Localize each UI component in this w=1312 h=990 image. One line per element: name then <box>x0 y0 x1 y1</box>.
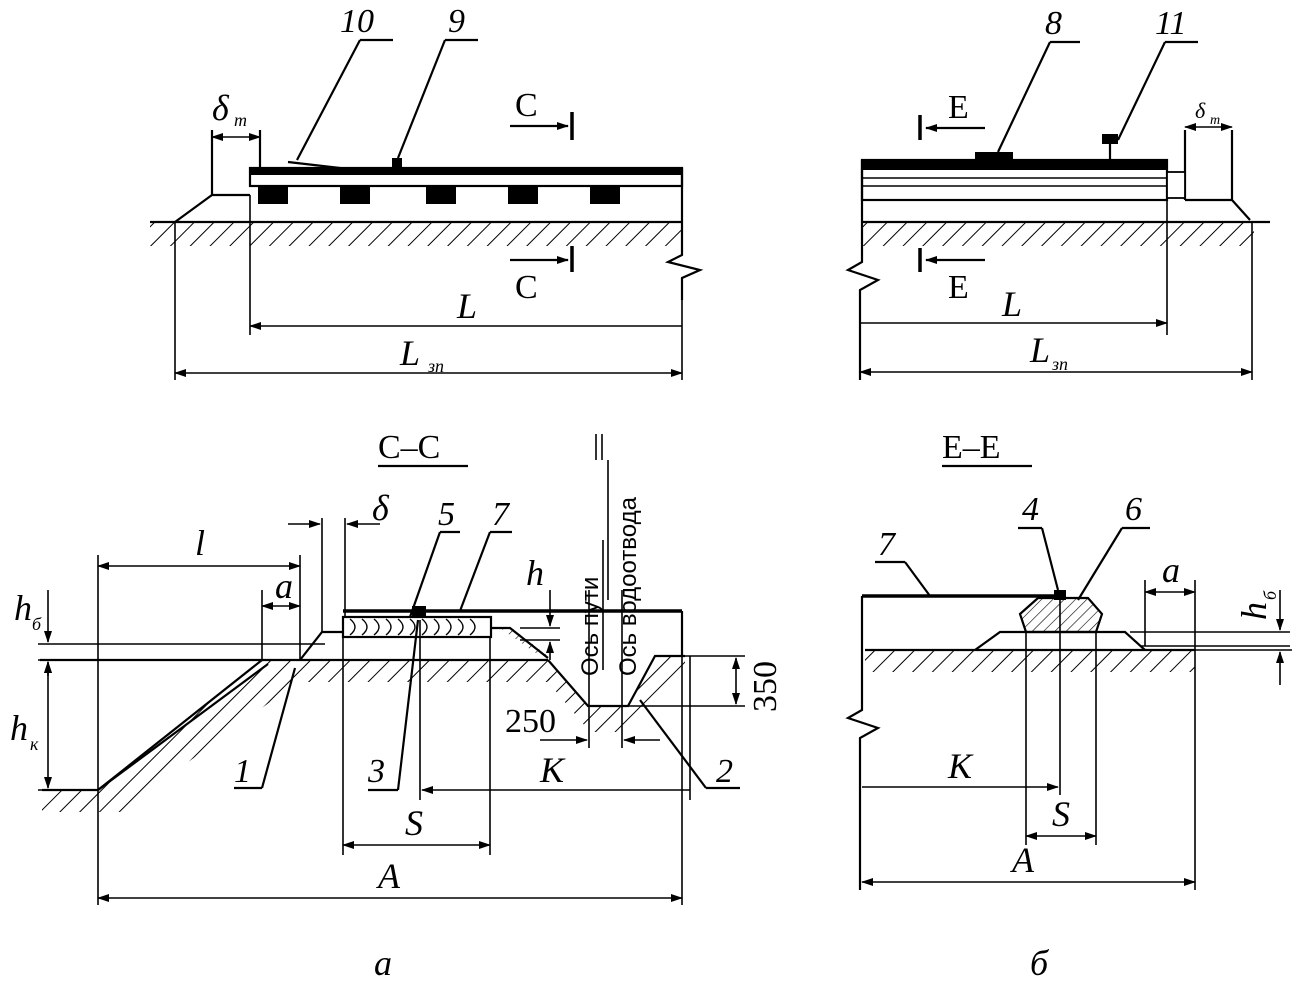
plan-view-a: 10 9 δ т С С L L зп <box>150 3 704 380</box>
part-1-label: 1 <box>234 753 251 790</box>
dim-hb: h <box>14 588 32 628</box>
track-axis-label: Ось пути <box>577 577 604 676</box>
dim-L-b: L <box>1001 284 1022 324</box>
dim-A: A <box>376 856 401 896</box>
ground-hatch-b <box>862 222 1254 246</box>
dim-250: 250 <box>505 703 556 740</box>
dim-a-b: a <box>1162 550 1180 590</box>
part-2-label: 2 <box>716 753 733 790</box>
section-mark-e-top: Е <box>948 89 969 126</box>
dim-hk-sub: к <box>30 734 39 754</box>
section-mark-c-top: С <box>515 87 538 124</box>
crossing-plate <box>975 152 1013 160</box>
dim-S-b: S <box>1052 794 1070 834</box>
dim-K: K <box>539 750 566 790</box>
dim-Lzp: L <box>399 333 420 373</box>
delta-t-label: δ <box>212 88 230 128</box>
dim-Lzp-sub: зп <box>427 356 444 376</box>
part-9-label: 9 <box>448 3 465 40</box>
dim-hb-b: h <box>1234 602 1274 620</box>
dim-A-b: A <box>1010 840 1035 880</box>
ground-hatch <box>150 222 682 246</box>
section-e-e: Е–Е 7 4 6 a h <box>845 429 1292 983</box>
section-c-c: С–С 5 <box>10 429 784 983</box>
caption-a: а <box>374 943 392 983</box>
section-mark-e-bottom: Е <box>948 269 969 306</box>
section-mark-c-bottom: С <box>515 269 538 306</box>
guard-rail <box>287 160 341 170</box>
part-5-label: 5 <box>438 496 455 533</box>
rail <box>412 606 426 616</box>
dim-Lzp-b-sub: зп <box>1051 354 1068 374</box>
dim-Lzp-b: L <box>1029 330 1050 370</box>
section-title-c: С–С <box>378 429 440 466</box>
dim-hk: h <box>10 708 28 748</box>
delta-t-label-b: δ <box>1195 98 1206 123</box>
drain-axis-label: Ось водоотвода <box>615 496 642 676</box>
part-7-label: 7 <box>492 496 511 533</box>
dim-h: h <box>526 553 544 593</box>
dim-hb-sub: б <box>32 614 42 634</box>
section-title-e: Е–Е <box>942 429 1001 466</box>
dim-K-b: K <box>947 746 974 786</box>
dim-delta: δ <box>372 488 390 528</box>
rail-b <box>1054 590 1066 600</box>
part-3-label: 3 <box>367 753 385 790</box>
fastener <box>392 158 402 172</box>
delta-t-sub-b: т <box>1210 113 1220 128</box>
crossing-block-b <box>1018 596 1104 634</box>
sleepers <box>258 186 620 204</box>
part-6-label-b: 6 <box>1125 491 1142 528</box>
delta-t-sub: т <box>234 110 247 130</box>
dim-hb-b-sub: б <box>1260 590 1280 600</box>
part-11-label: 11 <box>1155 5 1186 42</box>
part-10-label: 10 <box>340 3 374 40</box>
dim-L: L <box>456 286 477 326</box>
part-4-label-b: 4 <box>1022 491 1039 528</box>
dim-a: a <box>275 566 293 606</box>
dim-S: S <box>405 803 423 843</box>
part-8-label: 8 <box>1045 5 1062 42</box>
device-11 <box>1102 134 1118 144</box>
dim-350: 350 <box>747 661 784 712</box>
dim-l: l <box>195 523 205 563</box>
part-7-label-b: 7 <box>878 526 897 563</box>
caption-b: б <box>1030 943 1050 983</box>
plan-view-b: 8 11 δ т Е Е L L зп <box>845 5 1270 380</box>
